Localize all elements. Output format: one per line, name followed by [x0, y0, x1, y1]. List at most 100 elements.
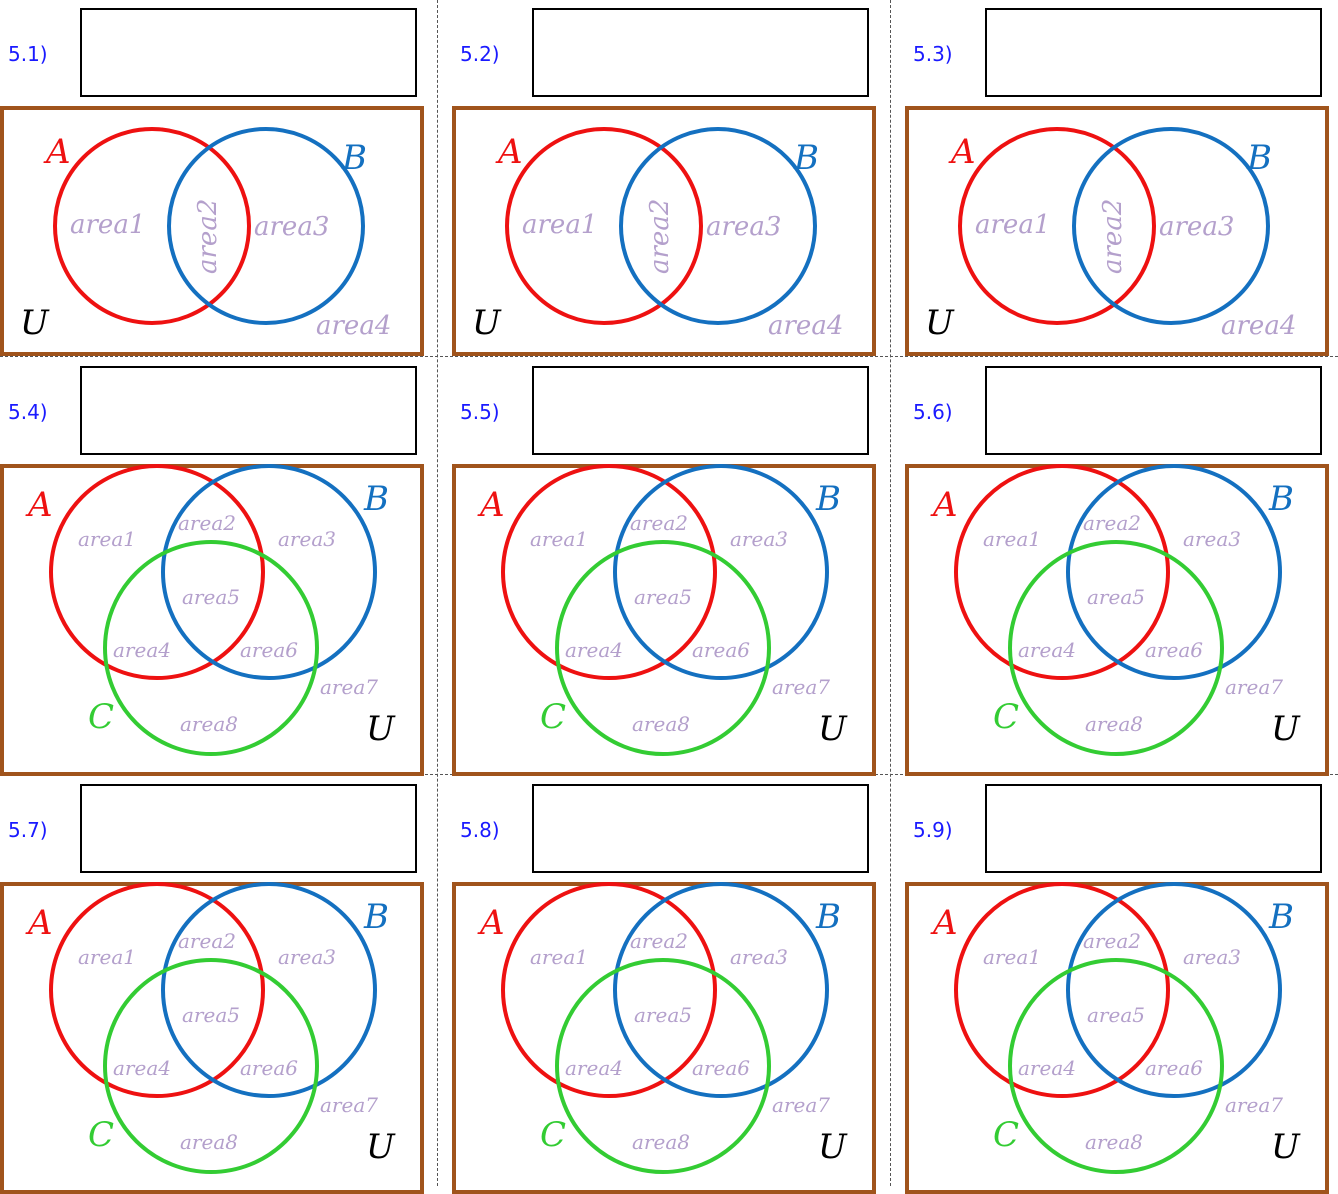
row-divider: [0, 356, 1338, 357]
universe-label: U: [20, 303, 50, 343]
answer-box[interactable]: [532, 8, 869, 97]
area-label: area2: [1083, 511, 1141, 535]
answer-box[interactable]: [532, 784, 869, 873]
area-label: area5: [1087, 585, 1145, 609]
set-a-circle: [501, 464, 717, 680]
set-a-circle: [501, 882, 717, 1098]
set-a-circle: [954, 882, 1170, 1098]
area-label: area2: [630, 929, 688, 953]
question-label: 5.5): [460, 400, 500, 424]
area-label: area7: [320, 675, 378, 699]
set-b-label: B: [793, 138, 819, 178]
set-b-label: B: [815, 479, 841, 519]
universe-label: U: [925, 303, 955, 343]
area-label: area2: [630, 511, 688, 535]
question-label: 5.2): [460, 42, 500, 66]
area-label: area1: [522, 210, 597, 240]
question-label: 5.3): [913, 42, 953, 66]
area-label: area5: [634, 1003, 692, 1027]
set-b-label: B: [363, 897, 389, 937]
set-b-label: B: [363, 479, 389, 519]
area-label: area3: [278, 527, 336, 551]
area-label: area8: [1085, 712, 1143, 736]
answer-box[interactable]: [80, 366, 417, 455]
answer-box[interactable]: [985, 784, 1322, 873]
universe-label: U: [818, 1127, 848, 1167]
set-c-circle: [1008, 540, 1224, 756]
universe-label: U: [472, 303, 502, 343]
area-label: area8: [1085, 1130, 1143, 1154]
set-c-circle: [555, 958, 771, 1174]
answer-box[interactable]: [532, 366, 869, 455]
area-label: area4: [1018, 1056, 1076, 1080]
set-b-label: B: [1268, 479, 1294, 519]
set-a-circle: [49, 882, 265, 1098]
area-label: area1: [983, 527, 1041, 551]
area-label: area3: [730, 527, 788, 551]
area-label: area4: [113, 1056, 171, 1080]
set-a-circle: [53, 127, 251, 325]
set-a-label: A: [477, 485, 505, 525]
area-label: area5: [1087, 1003, 1145, 1027]
area-label: area4: [565, 638, 623, 662]
universe-label: U: [366, 1127, 396, 1167]
set-b-circle: [1066, 882, 1282, 1098]
universe-label: U: [366, 709, 396, 749]
universe-frame: [905, 106, 1329, 356]
area-label: area2: [178, 929, 236, 953]
area-label: area1: [530, 945, 588, 969]
area-label: area2: [645, 199, 675, 274]
answer-box[interactable]: [985, 366, 1322, 455]
area-label: area4: [565, 1056, 623, 1080]
set-b-circle: [619, 127, 817, 325]
area-label: area6: [240, 1056, 298, 1080]
area-label: area6: [1145, 638, 1203, 662]
area-label: area7: [320, 1093, 378, 1117]
answer-box[interactable]: [80, 784, 417, 873]
area-label: area2: [1098, 199, 1128, 274]
universe-frame: [452, 106, 876, 356]
set-a-circle: [958, 127, 1156, 325]
set-c-circle: [103, 540, 319, 756]
set-c-label: C: [88, 697, 114, 737]
set-c-label: C: [540, 697, 566, 737]
area-label: area3: [1183, 945, 1241, 969]
set-a-label: A: [25, 903, 53, 943]
area-label: area6: [692, 1056, 750, 1080]
set-a-label: A: [495, 132, 523, 172]
area-label: area8: [180, 1130, 238, 1154]
set-c-label: C: [88, 1115, 114, 1155]
universe-label: U: [1271, 709, 1301, 749]
area-label: area5: [182, 585, 240, 609]
area-label: area5: [634, 585, 692, 609]
area-label: area3: [730, 945, 788, 969]
area-label: area1: [78, 527, 136, 551]
answer-box[interactable]: [80, 8, 417, 97]
area-label: area6: [692, 638, 750, 662]
area-label: area3: [278, 945, 336, 969]
set-c-label: C: [540, 1115, 566, 1155]
set-a-circle: [505, 127, 703, 325]
answer-box[interactable]: [985, 8, 1322, 97]
area-label: area2: [178, 511, 236, 535]
area-label: area1: [70, 210, 145, 240]
area-label: area2: [193, 199, 223, 274]
set-a-label: A: [25, 485, 53, 525]
set-b-label: B: [341, 138, 367, 178]
area-label: area3: [1183, 527, 1241, 551]
set-b-circle: [167, 127, 365, 325]
set-a-label: A: [477, 903, 505, 943]
set-b-label: B: [1246, 138, 1272, 178]
set-b-label: B: [1268, 897, 1294, 937]
set-a-label: A: [948, 132, 976, 172]
